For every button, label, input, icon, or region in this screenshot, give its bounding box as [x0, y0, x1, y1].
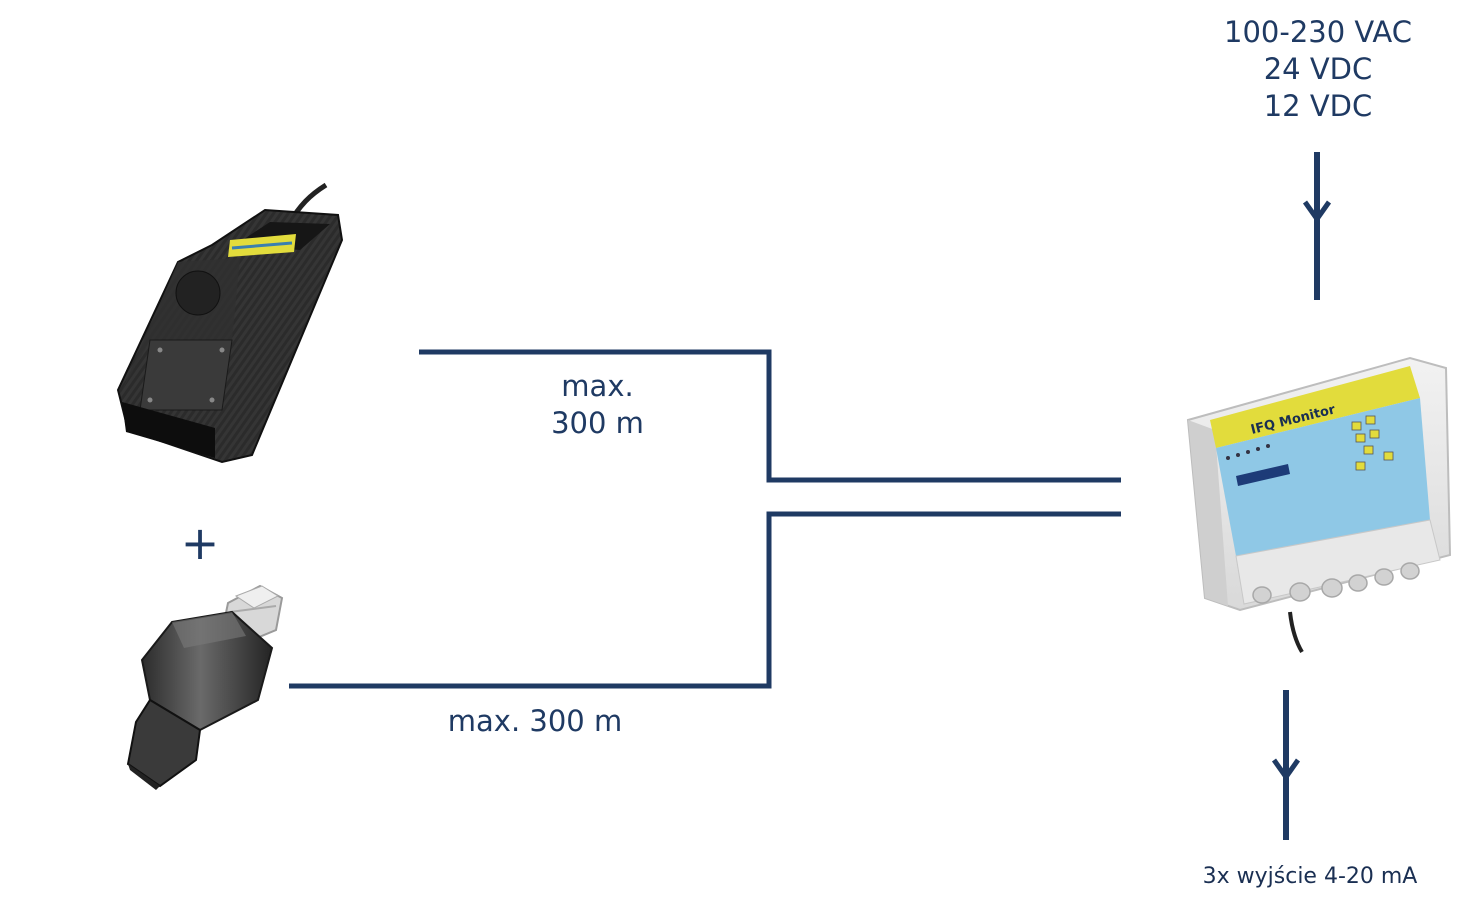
- cable-bottom-line: [289, 511, 1121, 689]
- output-label: 3x wyjście 4-20 mA: [1202, 864, 1418, 889]
- power-line-2: 24 VDC: [1263, 52, 1373, 86]
- power-input-arrow: [1302, 152, 1332, 300]
- cable-top-line: [419, 349, 1121, 483]
- flow-sensor-probe-icon: [116, 182, 344, 464]
- cable-bottom-label: max. 300 m: [447, 704, 623, 738]
- power-line-1: 100-230 VAC: [1224, 15, 1412, 49]
- plus-sign: +: [180, 516, 220, 570]
- cable-top-label: max. 300 m: [520, 368, 675, 442]
- cable-top-label-line-1: max.: [561, 369, 634, 403]
- output-arrow: [1271, 690, 1301, 840]
- power-line-3: 12 VDC: [1263, 89, 1373, 123]
- cable-top-label-line-2: 300 m: [551, 406, 644, 440]
- ultrasonic-level-sensor-icon: [126, 584, 284, 790]
- ifq-monitor-device-icon: IFQ Monitor: [1186, 356, 1452, 654]
- power-supply-label: 100-230 VAC 24 VDC 12 VDC: [1208, 14, 1428, 125]
